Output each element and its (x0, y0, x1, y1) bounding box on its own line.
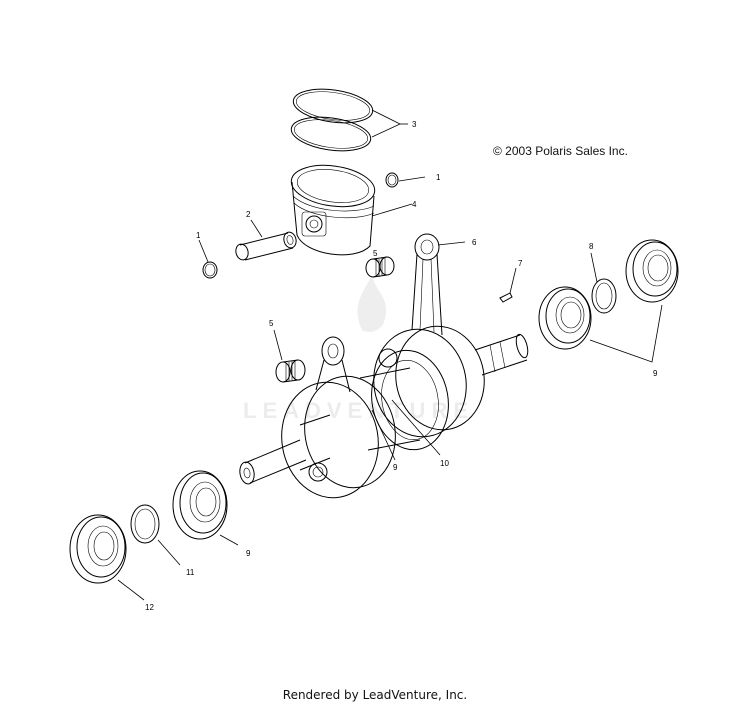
watermark-text: LEADVENTURE (243, 398, 474, 423)
callout-2: 2 (246, 210, 251, 219)
copyright-notice: © 2003 Polaris Sales Inc. (493, 144, 628, 158)
piston (290, 164, 376, 256)
circlip-left (202, 261, 218, 279)
callout-9-left: 9 (246, 549, 251, 558)
callout-1-right: 1 (436, 173, 441, 182)
leader-lines (117, 109, 663, 601)
crankshaft (239, 325, 529, 499)
callout-1-left: 1 (196, 231, 201, 240)
connecting-rod-upper (411, 233, 443, 336)
watermark-logo: LEADVENTURE (243, 275, 474, 423)
callout-10: 10 (440, 459, 449, 468)
callout-9-right: 9 (653, 369, 658, 378)
bearing-left (172, 470, 228, 540)
callout-8: 8 (589, 242, 594, 251)
callout-5-lower: 5 (269, 319, 274, 328)
callout-3: 3 (412, 120, 417, 129)
callout-12: 12 (145, 603, 154, 612)
seal-right-outer (625, 239, 679, 303)
seal-ring-right (591, 278, 617, 314)
seal-ring-left (130, 504, 160, 544)
callout-numbers: 3 1 4 2 1 5 6 7 8 9 5 9 10 9 11 12 (145, 120, 658, 612)
needle-bearing-lower (275, 359, 306, 383)
callout-11: 11 (186, 568, 195, 577)
seal-left-outer (69, 514, 127, 584)
bearing-right-inner (538, 286, 592, 350)
callout-4: 4 (412, 200, 417, 209)
woodruff-key (499, 292, 513, 303)
needle-bearing-upper (365, 256, 395, 278)
callout-7: 7 (518, 259, 523, 268)
connecting-rod-lower (315, 336, 351, 393)
piston-rings (290, 88, 374, 152)
piston-pin (235, 231, 297, 261)
circlip-right (385, 172, 399, 188)
callout-6: 6 (472, 238, 477, 247)
callout-5-upper: 5 (373, 249, 378, 258)
callout-9-center: 9 (393, 463, 398, 472)
footer-credit: Rendered by LeadVenture, Inc. (282, 688, 468, 702)
